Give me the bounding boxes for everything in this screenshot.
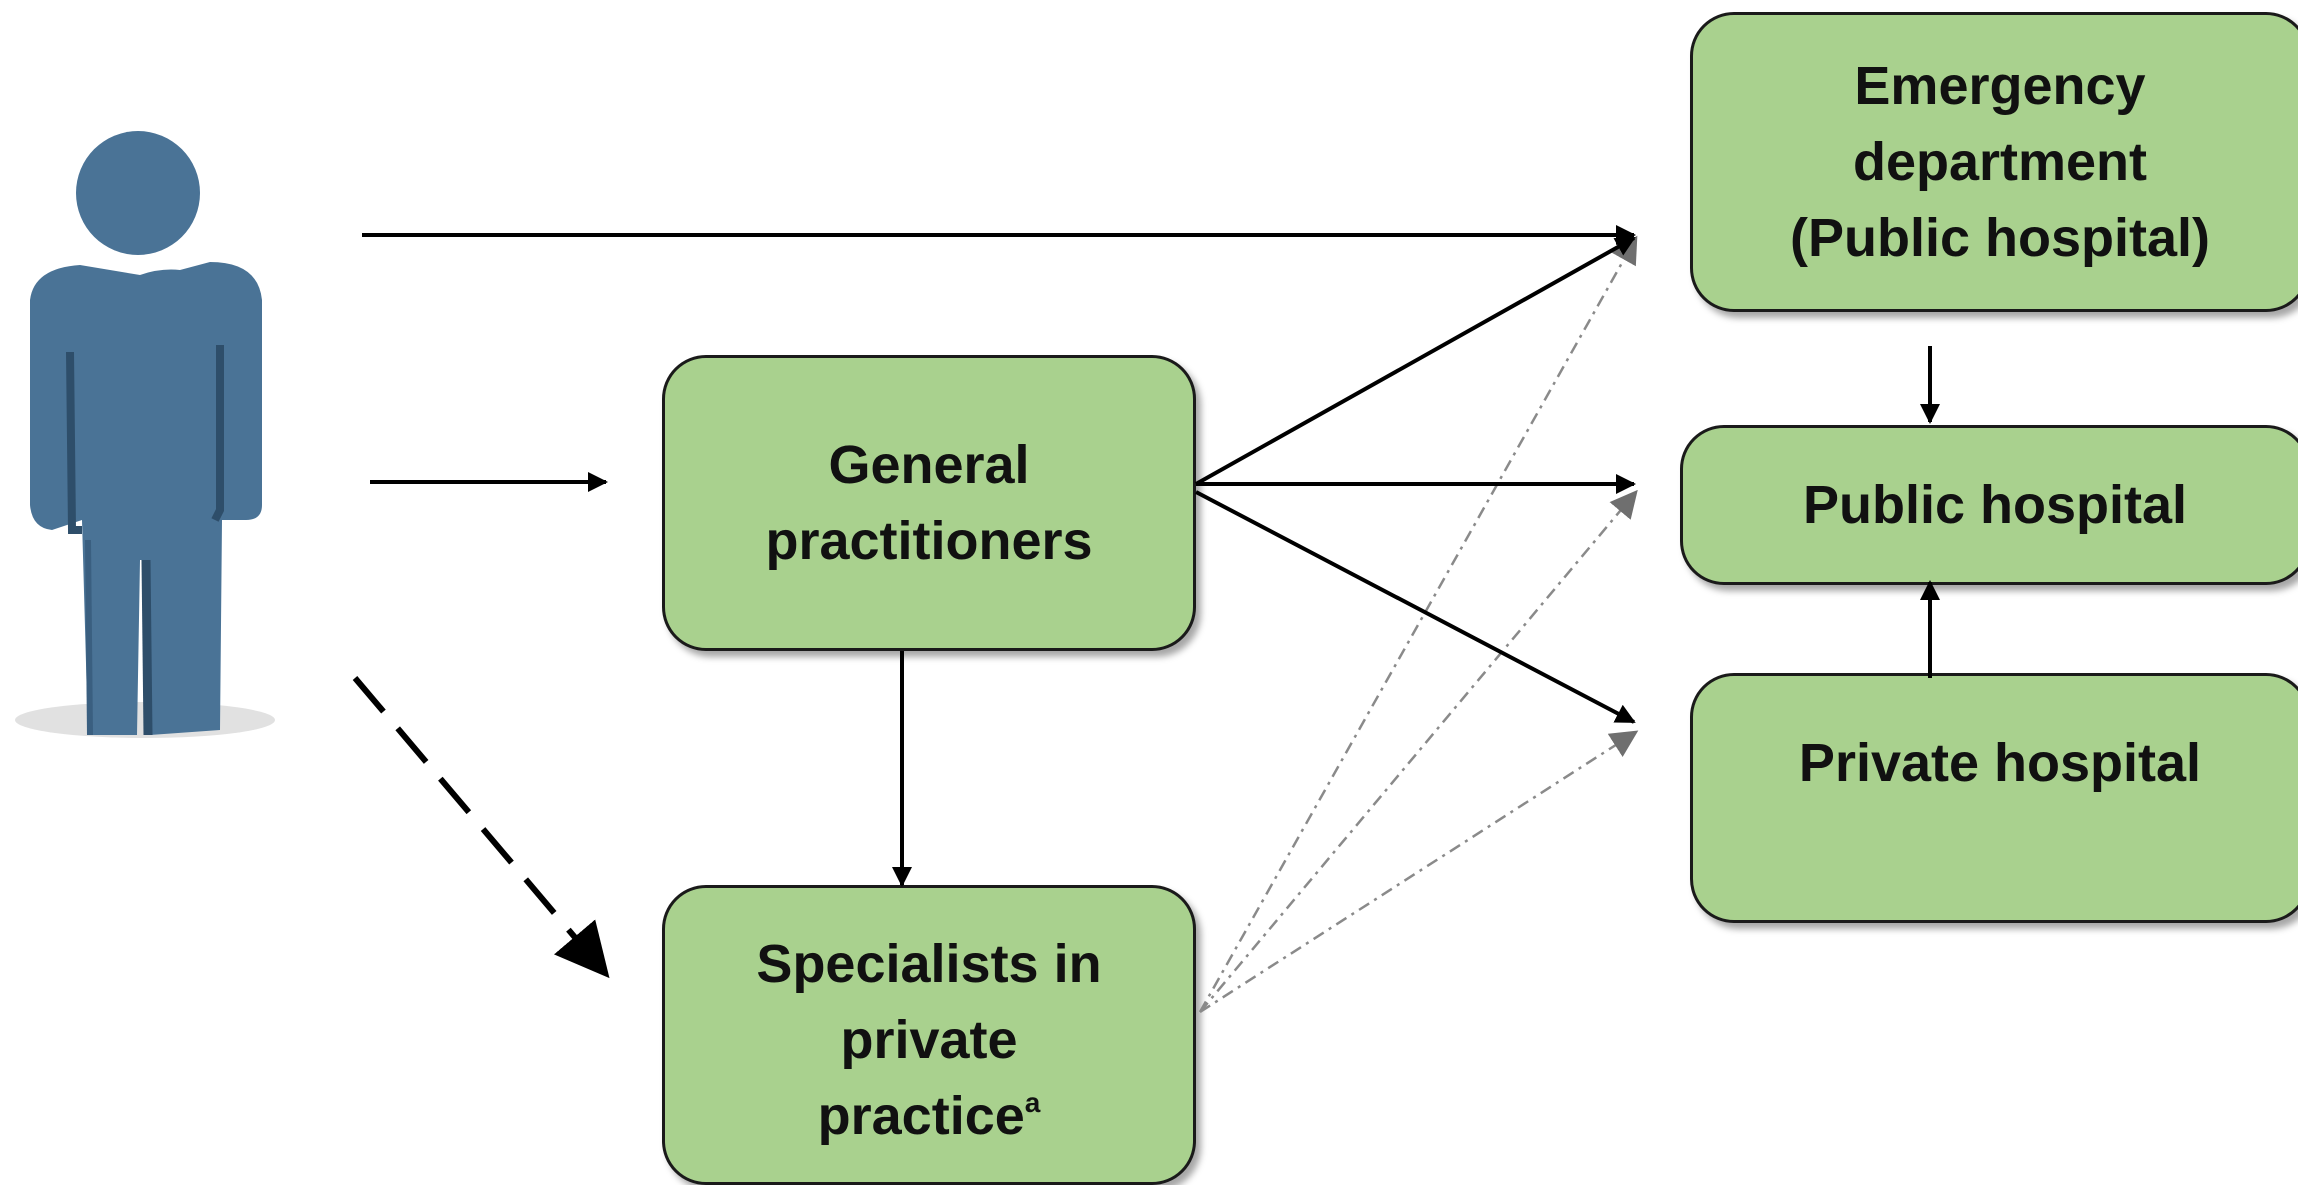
arrow-gp-to-private	[1195, 490, 1636, 724]
emergency-department-label: Emergency department (Public hospital)	[1789, 56, 2210, 268]
arrow-specialists-to-private	[1199, 730, 1639, 1014]
private-hospital-box: Private hospital	[1690, 673, 2298, 923]
specialists-box: Specialists in private practicea	[662, 885, 1196, 1185]
arrow-gp-to-ed	[1195, 236, 1636, 486]
arrow-specialists-to-ed	[1198, 235, 1638, 1013]
public-hospital-box: Public hospital	[1680, 425, 2298, 585]
arrow-specialists-to-public	[1199, 489, 1638, 1013]
specialist-dotted-arrows	[1198, 235, 1639, 1014]
public-hospital-label: Public hospital	[1802, 475, 2188, 535]
arrow-patient-to-specialists	[352, 676, 610, 979]
general-practitioners-box: General practitioners	[662, 355, 1196, 651]
specialists-label: Specialists in private practicea	[756, 926, 1101, 1154]
private-hospital-label: Private hospital	[1798, 733, 2202, 793]
specialists-label-text: Specialists in private practice	[756, 934, 1102, 1146]
person-icon	[15, 131, 275, 738]
specialists-footnote-marker: a	[1024, 1087, 1041, 1118]
emergency-department-box: Emergency department (Public hospital)	[1690, 12, 2298, 312]
general-practitioners-label: General practitioners	[765, 435, 1093, 571]
